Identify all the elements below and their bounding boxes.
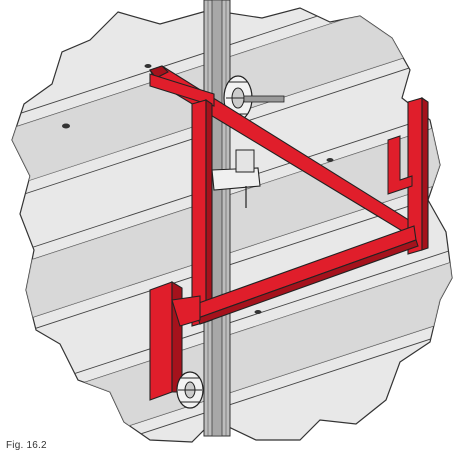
red-triangular-frame: [149, 65, 429, 327]
rail-clamp: [211, 149, 261, 208]
figure-caption: Fig. 16.2: [6, 440, 47, 451]
handwheel-lower: [176, 371, 204, 409]
bottom-bracket-plate: [149, 281, 201, 401]
right-hook-bracket: [387, 135, 413, 195]
